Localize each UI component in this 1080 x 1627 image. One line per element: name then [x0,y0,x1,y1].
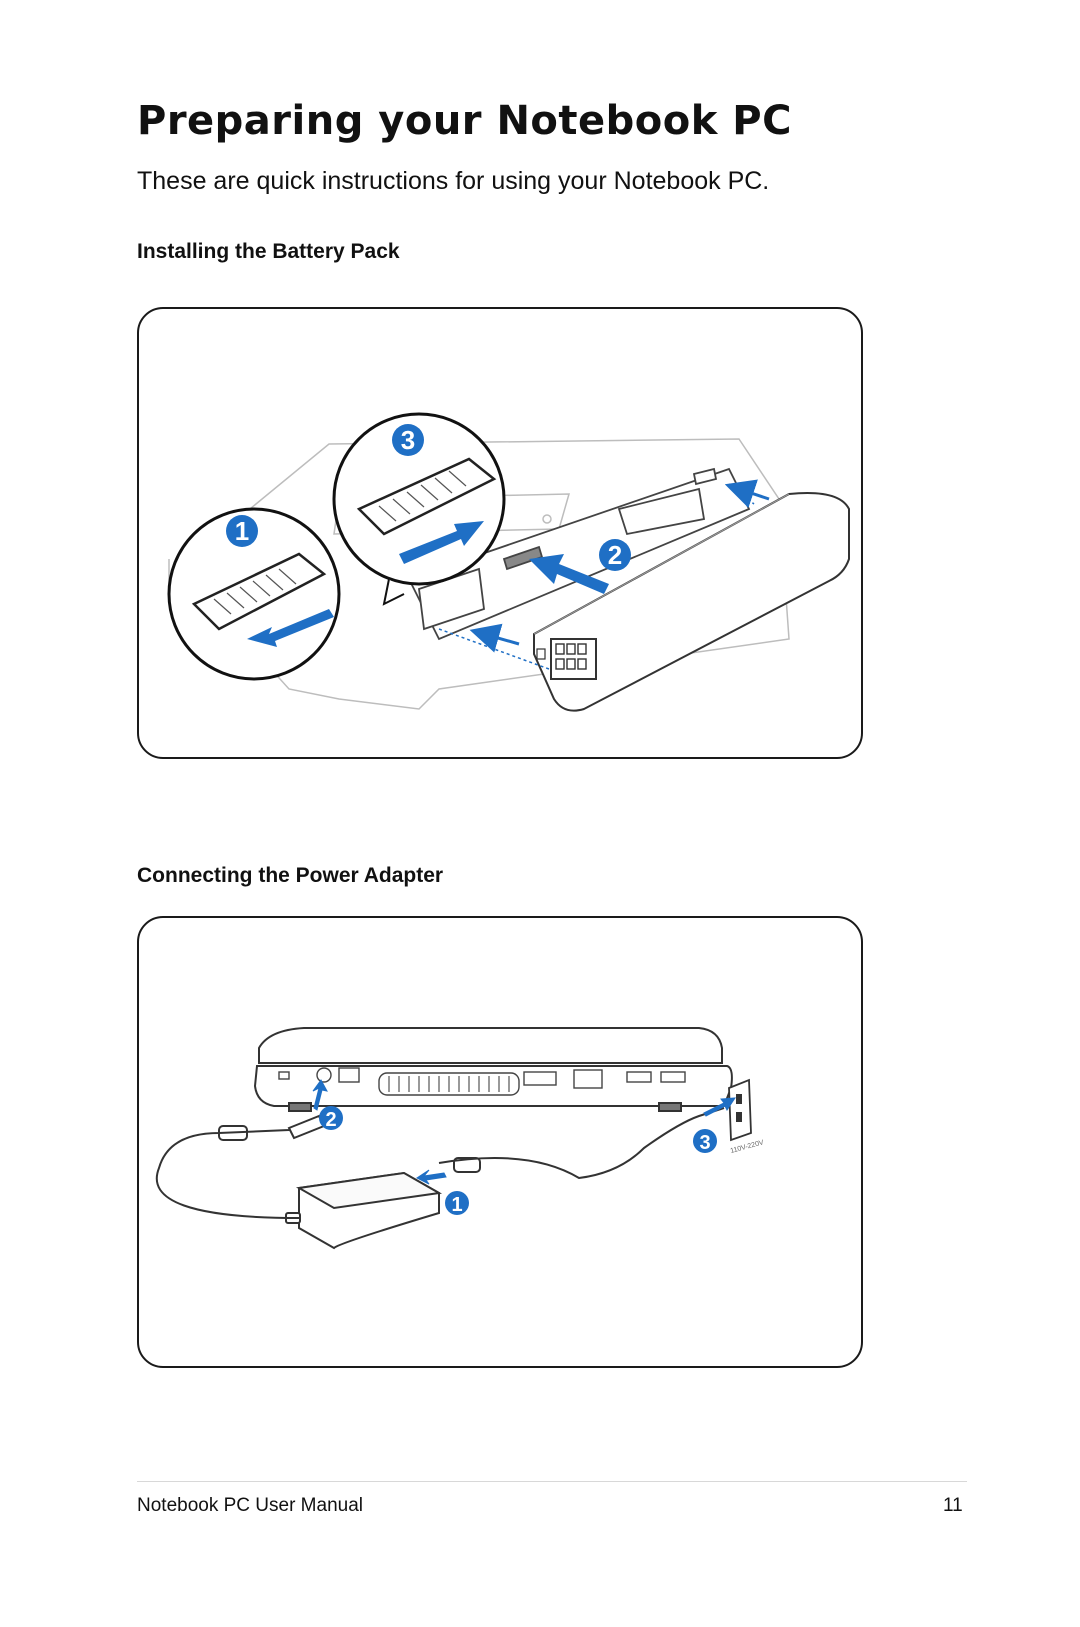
step-badge-2-label: 2 [608,540,622,570]
power-cables [155,1107,725,1219]
battery-installation-figure: 1 2 3 [137,307,863,759]
callout-step-1 [167,507,341,681]
step-badge-1: 1 [226,515,258,547]
section-heading-battery: Installing the Battery Pack [137,240,400,263]
battery-illustration: 1 2 3 [167,412,850,712]
step-badge-power-1-label: 1 [451,1194,462,1216]
outlet-voltage-label: 110V-220V [730,1139,765,1155]
power-adapter-brick [285,1171,443,1250]
step-badge-2: 2 [599,539,631,571]
intro-text: These are quick instructions for using y… [137,167,770,195]
power-adapter-illustration: 110V-220V 1 2 [155,1027,765,1250]
wall-outlet: 110V-220V [728,1078,765,1155]
step-badge-3: 3 [392,424,424,456]
battery-pack [533,492,850,712]
section-heading-power: Connecting the Power Adapter [137,864,444,887]
connection-arrows [312,1079,736,1185]
step-badge-power-3-label: 3 [699,1132,710,1154]
callout-step-3 [332,412,506,606]
battery-bay [407,467,751,641]
step-badge-1-label: 1 [235,516,249,546]
notebook-side-view [253,1027,733,1112]
footer-manual-title: Notebook PC User Manual [137,1495,363,1516]
power-adapter-figure: 110V-220V 1 2 [137,916,863,1368]
step-badge-power-2-label: 2 [325,1109,336,1131]
step-2-arrow [529,554,609,594]
insertion-arrows [469,479,770,653]
footer-page-number: 11 [943,1495,963,1516]
step-badge-3-label: 3 [401,425,415,455]
footer-divider [137,1481,967,1482]
step-badge-power-3: 3 [693,1129,717,1154]
step-badge-power-1: 1 [445,1191,469,1216]
page-title: Preparing your Notebook PC [137,98,792,144]
step-badge-power-2: 2 [319,1106,343,1131]
